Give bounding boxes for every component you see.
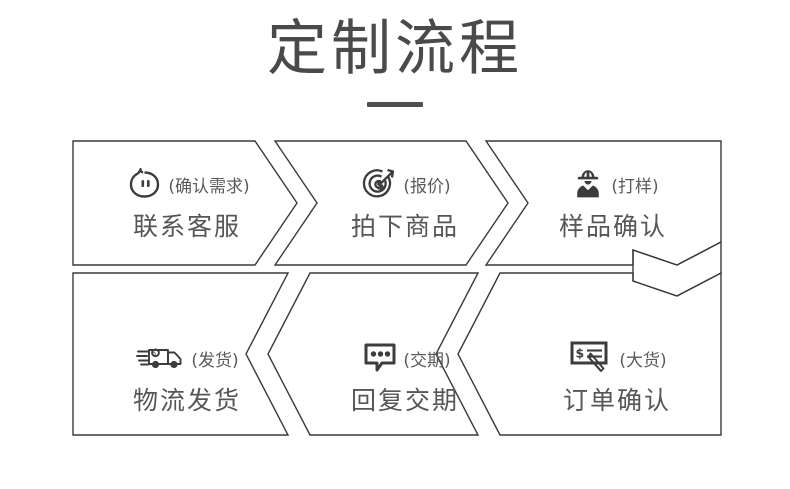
step-sub-label: (确认需求) — [168, 176, 250, 197]
worker-helmet-icon — [567, 164, 609, 204]
step-header: $ (报价) — [359, 163, 451, 205]
flow-step-reply-leadtime[interactable]: (交期) 回复交期 — [300, 315, 510, 439]
step-main-label: 回复交期 — [350, 386, 459, 415]
step-header: 57 (发货) — [135, 337, 239, 379]
flow-step-contact-service[interactable]: (确认需求) 联系客服 — [82, 141, 292, 265]
step-sub-label: (打样) — [611, 176, 659, 197]
step-sub-label: (交期) — [403, 350, 451, 371]
row2-step4-shape — [457, 271, 722, 436]
row2-step5-shape — [267, 272, 480, 436]
chat-face-icon — [124, 164, 166, 204]
step-header: $ (大货) — [567, 337, 667, 379]
step-main-label: 拍下商品 — [350, 212, 459, 241]
flow-outline-shapes — [72, 140, 722, 436]
step-main-label: 物流发货 — [132, 386, 241, 415]
cheque-pen-icon: $ — [567, 338, 617, 378]
step-header: (确认需求) — [124, 163, 250, 205]
row1-step1-shape — [72, 140, 298, 266]
speech-bubble-dots-icon — [359, 338, 401, 378]
title-divider — [367, 102, 423, 107]
row1-step2-shape — [273, 140, 509, 266]
step-sub-label: (发货) — [191, 350, 239, 371]
step-header: (交期) — [359, 337, 451, 379]
flow-step-logistics-shipping[interactable]: 57 (发货) 物流发货 — [82, 315, 292, 439]
svg-text:$: $ — [576, 346, 585, 361]
flow-step-place-order[interactable]: $ (报价) 拍下商品 — [300, 141, 510, 265]
page-title: 定制流程 — [267, 14, 523, 84]
target-arrow-icon: $ — [359, 164, 401, 204]
row2-step6-shape — [72, 272, 290, 436]
step-sub-label: (大货) — [619, 350, 667, 371]
svg-text:57: 57 — [152, 350, 160, 358]
step-main-label: 订单确认 — [562, 386, 671, 415]
flow-step-order-confirm[interactable]: $ (大货) 订单确认 — [512, 315, 722, 439]
step-main-label: 联系客服 — [132, 212, 241, 241]
process-flow-diagram: (确认需求) 联系客服 $ (报价) — [0, 130, 790, 489]
step-sub-label: (报价) — [403, 176, 451, 197]
svg-text:$: $ — [377, 178, 385, 192]
page-header: 定制流程 — [0, 0, 790, 130]
flow-step-sample-confirm[interactable]: (打样) 样品确认 — [508, 141, 718, 265]
step-main-label: 样品确认 — [558, 212, 667, 241]
delivery-truck-icon: 57 — [135, 338, 189, 378]
step-header: (打样) — [567, 163, 659, 205]
